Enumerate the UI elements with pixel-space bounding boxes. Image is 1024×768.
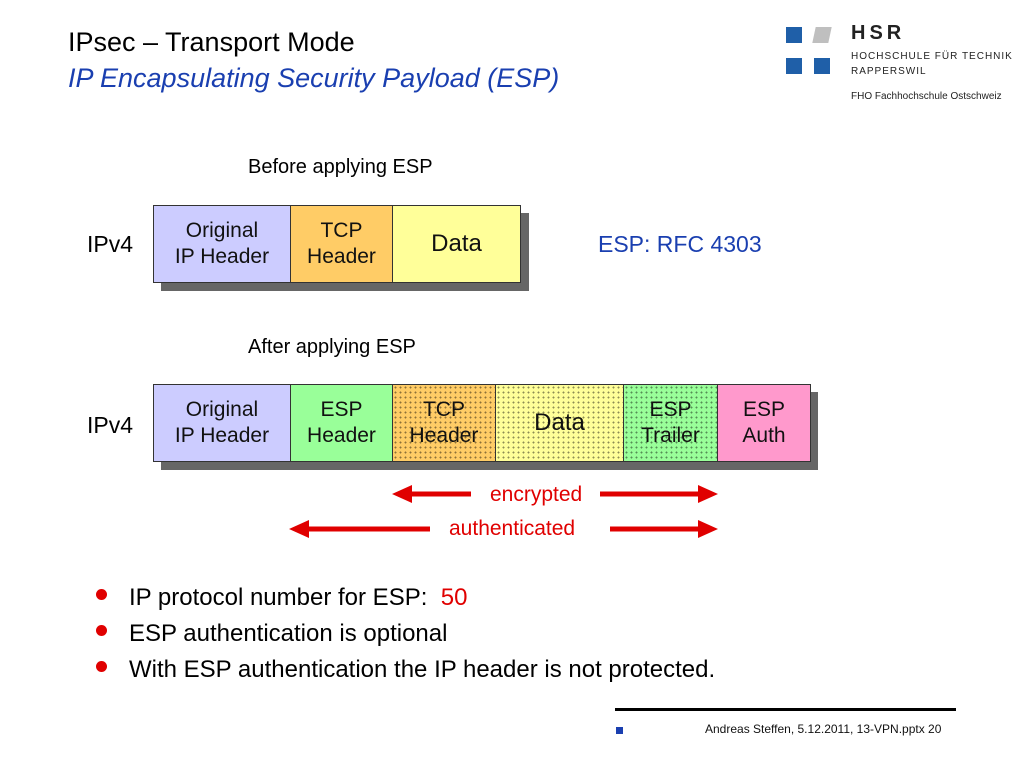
bullet-text: ESP authentication is optional <box>129 620 448 647</box>
footer-text: Andreas Steffen, 5.12.2011, 13-VPN.pptx … <box>705 722 942 736</box>
logo-line-1: HOCHSCHULE FÜR TECHNIK <box>851 51 1013 62</box>
cell-label: Original IP Header <box>174 398 270 447</box>
protocol-number: 50 <box>440 584 468 611</box>
footer-rule <box>615 708 956 711</box>
encrypted-label: encrypted <box>490 483 583 506</box>
encrypted-arrow-left-head <box>392 485 412 503</box>
after-esp-trailer-cell: ESP Trailer <box>623 384 718 462</box>
encrypted-arrow <box>392 485 718 503</box>
after-esp-auth-cell: ESP Auth <box>717 384 811 462</box>
bullet-dot-icon <box>96 589 107 601</box>
logo-square-1 <box>786 27 802 43</box>
cell-label: TCP Header <box>307 219 376 268</box>
authenticated-arrow-left-head <box>289 520 309 538</box>
cell-label: Data <box>431 230 482 257</box>
logo-square-4 <box>814 58 830 74</box>
cell-label: TCP Header <box>409 398 479 447</box>
logo-line-3: FHO Fachhochschule Ostschweiz <box>851 91 1002 102</box>
logo-line-2: RAPPERSWIL <box>851 66 927 77</box>
after-data-cell: Data <box>495 384 624 462</box>
authenticated-arrow <box>289 520 718 538</box>
after-label: After applying ESP <box>248 336 416 358</box>
bullet-text: IP protocol number for ESP: <box>129 584 441 611</box>
cell-label: Data <box>534 409 585 436</box>
cell-label: ESP Auth <box>742 398 786 447</box>
before-ip-header-cell: Original IP Header <box>153 205 291 283</box>
logo-name: HSR <box>851 22 906 44</box>
cell-label: ESP Header <box>307 398 376 447</box>
authenticated-arrow-right-head <box>698 520 718 538</box>
before-label: Before applying ESP <box>248 156 433 178</box>
before-proto-label: IPv4 <box>87 231 134 257</box>
bullet-item: ESP authentication is optional <box>96 619 447 649</box>
after-esp-header-cell: ESP Header <box>290 384 393 462</box>
rfc-reference: ESP: RFC 4303 <box>598 231 762 257</box>
slide-title: IPsec – Transport Mode <box>68 27 355 57</box>
before-tcp-header-cell: TCP Header <box>290 205 393 283</box>
cell-label: ESP Trailer <box>641 398 700 447</box>
bullet-item: With ESP authentication the IP header is… <box>96 655 715 685</box>
after-ip-header-cell: Original IP Header <box>153 384 291 462</box>
bullet-item: IP protocol number for ESP: 50 <box>96 583 467 613</box>
after-proto-label: IPv4 <box>87 412 134 438</box>
bullet-dot-icon <box>96 625 107 637</box>
logo-square-3 <box>786 58 802 74</box>
slide-subtitle: IP Encapsulating Security Payload (ESP) <box>68 63 560 93</box>
after-tcp-header-cell: TCP Header <box>392 384 496 462</box>
bullet-dot-icon <box>96 661 107 673</box>
cell-label: Original IP Header <box>174 219 270 268</box>
authenticated-label: authenticated <box>449 517 576 540</box>
before-data-cell: Data <box>392 205 521 283</box>
footer-square-icon <box>616 727 623 734</box>
bullet-text: With ESP authentication the IP header is… <box>129 656 716 683</box>
encrypted-arrow-right-head <box>698 485 718 503</box>
